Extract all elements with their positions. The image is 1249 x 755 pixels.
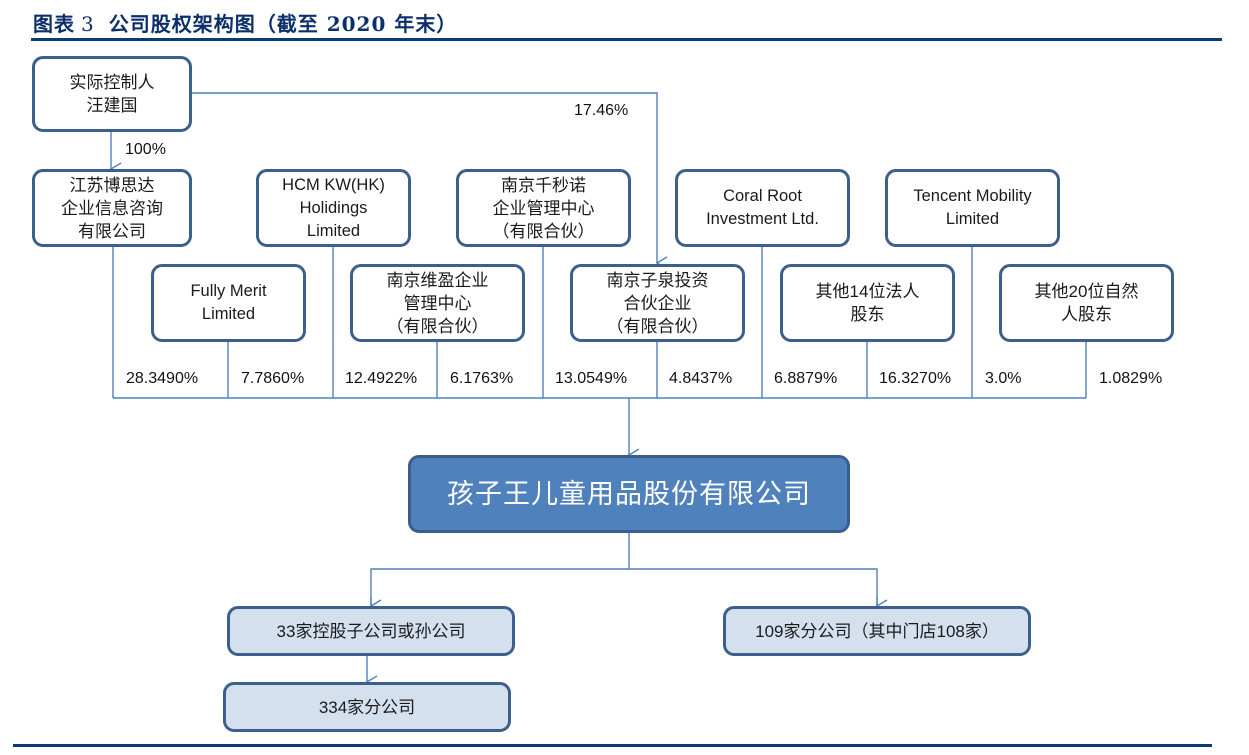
node-text: 109家分公司（其中门店108家） <box>755 621 999 641</box>
node-text: Fully Merit <box>190 282 267 300</box>
figure-label: 图表 <box>33 12 75 36</box>
node-text: 其他20位自然 <box>1034 282 1139 301</box>
node-text: （有限合伙） <box>386 316 489 336</box>
pct-other-20: 1.0829% <box>1099 370 1163 387</box>
pct-tencent: 3.0% <box>985 370 1022 387</box>
pct-bosida: 28.3490% <box>126 370 199 387</box>
node-text: Coral Root <box>723 187 802 205</box>
edge-label-17pct: 17.46% <box>574 102 629 119</box>
node-text: 南京子泉投资 <box>606 270 709 290</box>
node-nanjing-weiying: 南京维盈企业 管理中心 （有限合伙） <box>350 264 525 342</box>
node-text: Investment Ltd. <box>706 210 819 228</box>
node-text: 合伙企业 <box>623 293 692 313</box>
node-text: Limited <box>945 210 1000 228</box>
node-text: （有限合伙） <box>492 221 595 241</box>
node-text: 人股东 <box>1061 305 1112 324</box>
figure-caption: 公司股权架构图（截至 2020 年末） <box>108 12 458 36</box>
node-text: 股东 <box>850 305 885 324</box>
node-text: 企业信息咨询 <box>61 198 163 218</box>
node-fully-merit: Fully Merit Limited <box>151 264 306 342</box>
pct-other-14: 16.3270% <box>879 370 952 387</box>
node-nanjing-qianmiaonuo: 南京千秒诺 企业管理中心 （有限合伙） <box>456 169 631 247</box>
node-text: 企业管理中心 <box>492 198 595 218</box>
node-main-company: 孩子王儿童用品股份有限公司 <box>408 455 850 533</box>
pct-ziquan: 4.8437% <box>669 370 733 387</box>
node-text: HCM KW(HK) <box>282 175 385 194</box>
node-text: Limited <box>306 221 361 240</box>
node-text: Holidings <box>299 198 368 217</box>
node-text: 汪建国 <box>86 96 138 115</box>
node-text: 其他14位法人 <box>815 282 920 301</box>
node-tencent-mobility: Tencent Mobility Limited <box>885 169 1060 247</box>
pct-qianmiaonuo: 13.0549% <box>555 370 628 387</box>
node-text: Limited <box>201 305 256 323</box>
node-jiangsu-bosida: 江苏博思达 企业信息咨询 有限公司 <box>32 169 192 247</box>
node-actual-controller: 实际控制人 汪建国 <box>32 56 192 132</box>
node-nanjing-ziquan: 南京子泉投资 合伙企业 （有限合伙） <box>570 264 745 342</box>
node-text: 管理中心 <box>403 293 472 313</box>
node-334-branches: 334家分公司 <box>223 682 511 732</box>
top-rule <box>31 38 1222 41</box>
node-text: 33家控股子公司或孙公司 <box>276 621 466 641</box>
pct-hcm-kw: 12.4922% <box>345 370 418 387</box>
node-text: 孩子王儿童用品股份有限公司 <box>447 478 811 509</box>
node-other-14-legal-shareholders: 其他14位法人 股东 <box>780 264 955 342</box>
node-hcm-kw: HCM KW(HK) Holidings Limited <box>256 169 411 247</box>
node-coral-root: Coral Root Investment Ltd. <box>675 169 850 247</box>
node-text: （有限合伙） <box>606 316 709 336</box>
figure-number: 3 <box>81 12 95 36</box>
node-other-20-natural-shareholders: 其他20位自然 人股东 <box>999 264 1174 342</box>
node-text: 南京千秒诺 <box>501 175 586 195</box>
node-text: 江苏博思达 <box>69 175 155 195</box>
pct-coral-root: 6.8879% <box>774 370 838 387</box>
node-text: 334家分公司 <box>318 697 416 717</box>
edge-label-100pct: 100% <box>125 141 166 158</box>
pct-weiying: 6.1763% <box>450 370 514 387</box>
node-text: 有限公司 <box>78 221 146 241</box>
node-subsidiaries: 33家控股子公司或孙公司 <box>227 606 515 656</box>
bottom-rule <box>13 744 1212 747</box>
node-109-branches: 109家分公司（其中门店108家） <box>723 606 1031 656</box>
node-text: 南京维盈企业 <box>386 270 489 290</box>
node-text: 实际控制人 <box>69 73 155 92</box>
pct-fully-merit: 7.7860% <box>241 370 305 387</box>
node-text: Tencent Mobility <box>913 187 1032 205</box>
